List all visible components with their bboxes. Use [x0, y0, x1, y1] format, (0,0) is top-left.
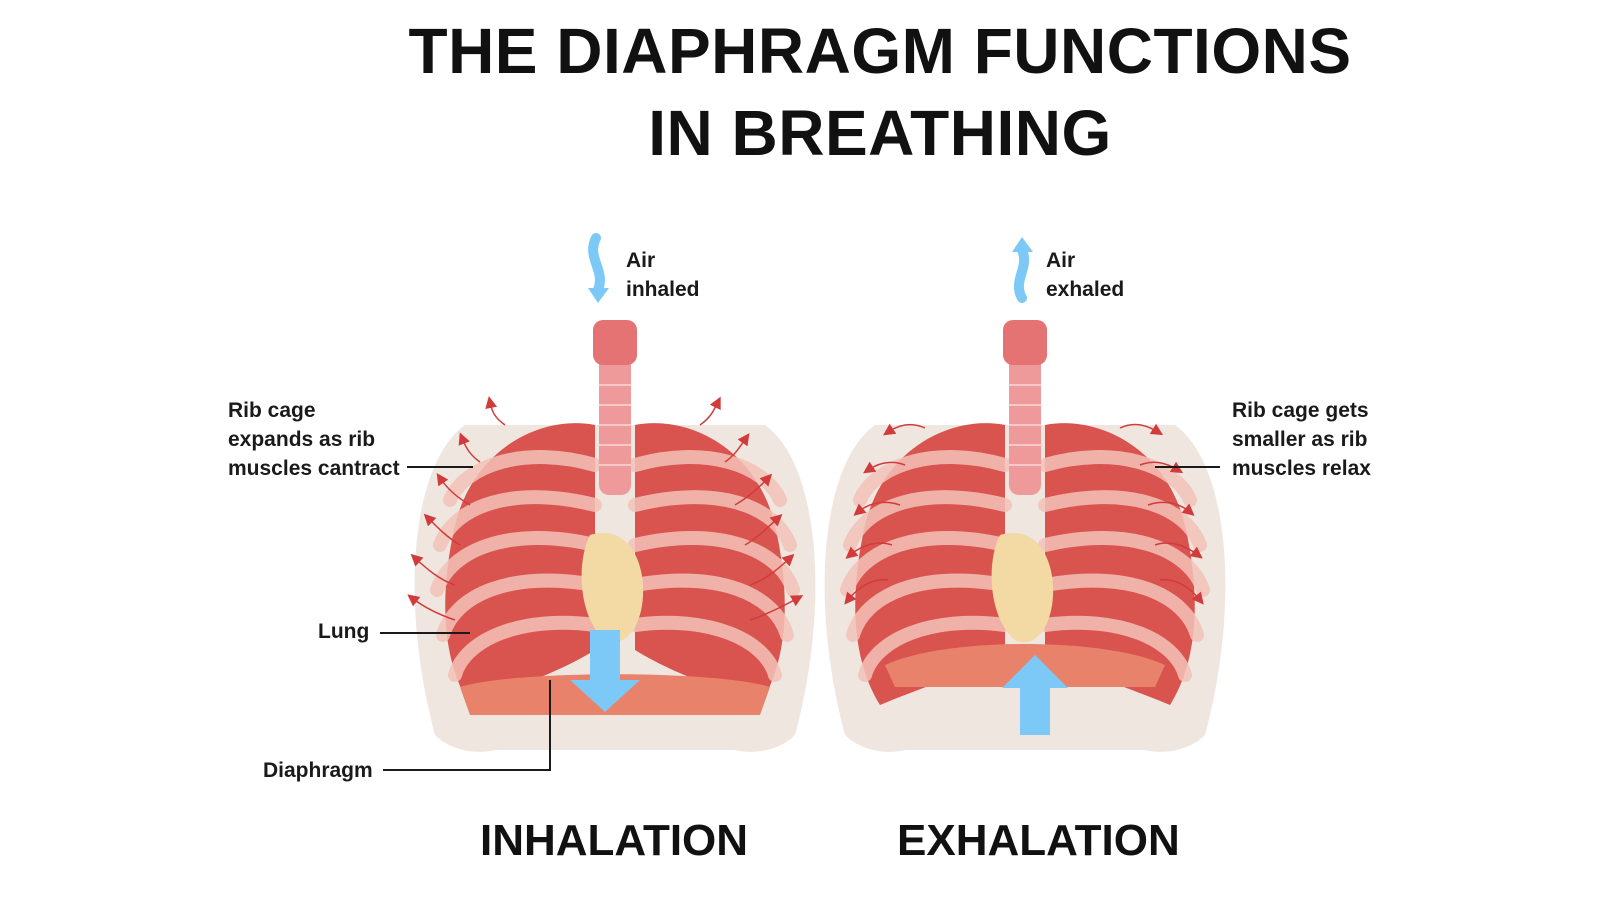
diaphragm-down-arrow — [570, 630, 640, 712]
rib-smaller-line-2: smaller as rib — [1232, 428, 1368, 451]
exhalation-caption: EXHALATION — [897, 816, 1180, 865]
air-inhaled-arrow-head — [588, 288, 609, 303]
expansion-arrows — [407, 396, 804, 621]
air-inhaled-line-2: inhaled — [626, 278, 700, 301]
contraction-arrows — [844, 423, 1204, 605]
rib-smaller-line-3: muscles relax — [1232, 457, 1371, 480]
rib-cage-smaller-label: Rib cage gets smaller as rib muscles rel… — [1232, 396, 1371, 483]
air-exhaled-arrow-head — [1012, 237, 1033, 252]
air-inhaled-line-1: Air — [626, 249, 656, 272]
air-exhaled-line-2: exhaled — [1046, 278, 1125, 301]
rib-expands-line-3: muscles cantract — [228, 457, 400, 480]
air-inhaled-label: Air inhaled — [626, 246, 700, 304]
inhalation-caption: INHALATION — [480, 816, 749, 865]
title-line-2: IN BREATHING — [648, 97, 1112, 169]
leader-lines — [380, 466, 1220, 771]
air-exhaled-label: Air exhaled — [1046, 246, 1124, 304]
air-exhaled-line-1: Air — [1046, 249, 1076, 272]
air-exhaled-arrow — [1013, 245, 1029, 303]
diaphragm-label: Diaphragm — [263, 759, 373, 782]
lung-label: Lung — [318, 620, 370, 643]
rib-expands-line-2: expands as rib — [228, 428, 376, 451]
rib-cage-expands-label: Rib cage expands as rib muscles cantract — [228, 396, 400, 483]
title-line-1: THE DIAPHRAGM FUNCTIONS — [408, 15, 1352, 87]
rib-expands-line-1: Rib cage — [228, 399, 316, 422]
rib-smaller-line-1: Rib cage gets — [1232, 399, 1369, 422]
page-title: THE DIAPHRAGM FUNCTIONS IN BREATHING — [0, 10, 1600, 174]
air-inhaled-arrow — [588, 233, 605, 295]
diaphragm-up-arrow — [1002, 655, 1068, 735]
